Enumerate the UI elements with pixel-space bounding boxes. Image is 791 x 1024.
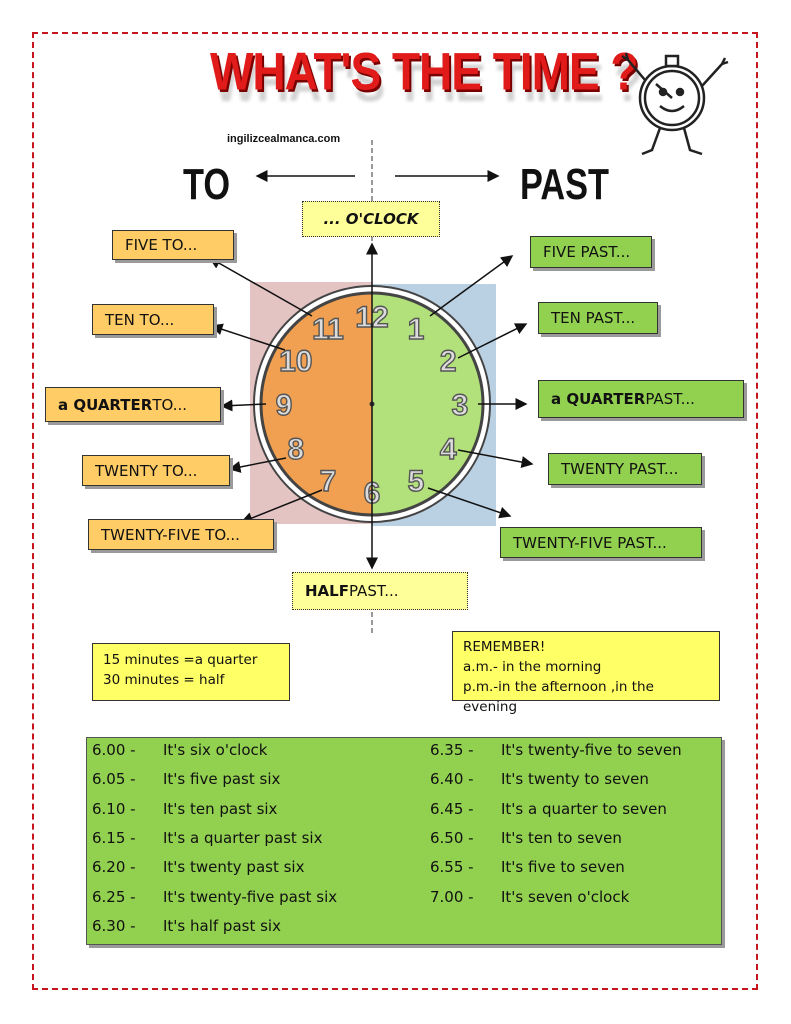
label-quarter-past-rest: PAST... [645, 390, 695, 408]
clock-left-half [261, 293, 372, 515]
arrow-twentyfive-past [427, 487, 512, 519]
remember-line: a.m.- in the morning [463, 659, 602, 675]
clock-number: 3 [452, 389, 469, 422]
times-table [86, 737, 722, 945]
clock-number: 1 [408, 313, 425, 346]
arrow-ten-to [210, 323, 286, 351]
time-sentence: It's seven o'clock [501, 887, 630, 906]
time-value: 7.00 - [430, 887, 474, 906]
label-quarter-to: a QUARTER TO... [45, 387, 221, 422]
label-ten-past: TEN PAST... [538, 302, 658, 334]
minutes-note-line: 30 minutes = half [103, 672, 225, 688]
clock-number: 4 [440, 433, 457, 466]
label-quarter-past-strong: a QUARTER [551, 390, 646, 408]
time-sentence: It's five past six [163, 770, 281, 789]
clock-number: 10 [279, 345, 312, 378]
label-quarter-past: a QUARTER PAST... [538, 380, 744, 418]
time-sentence: It's twenty-five to seven [501, 741, 682, 759]
label-five-to: FIVE TO... [112, 230, 234, 260]
clock-number: 2 [440, 345, 457, 378]
remember-note: REMEMBER! a.m.- in the morning p.m.-in t… [452, 631, 720, 715]
clock-right-half [372, 293, 483, 515]
time-value: 6.15 - [92, 828, 136, 847]
minutes-note-line: 15 minutes =a quarter [103, 652, 258, 668]
time-sentence: It's six o'clock [163, 741, 268, 759]
site-url: ingilizcealmanca.com [227, 133, 341, 145]
past-heading: PAST [520, 160, 609, 209]
time-sentence: It's twenty to seven [501, 770, 649, 789]
time-value: 6.05 - [92, 770, 136, 789]
arrow-ten-past [457, 323, 528, 359]
label-twentyfive-to: TWENTY-FIVE TO... [88, 519, 274, 550]
time-sentence: It's a quarter past six [163, 828, 323, 847]
time-value: 6.40 - [430, 770, 474, 789]
label-twentyfive-past: TWENTY-FIVE PAST... [500, 527, 702, 558]
time-value: 6.20 - [92, 858, 136, 877]
arrow-twentyfive-to [240, 489, 323, 524]
clock-number: 7 [320, 465, 337, 498]
arrow-twenty-past [457, 449, 534, 468]
clock-number: 8 [287, 433, 304, 466]
time-value: 6.10 - [92, 799, 136, 818]
time-sentence: It's half past six [163, 916, 281, 935]
label-half-rest: PAST... [348, 582, 399, 600]
time-sentence: It's twenty-five past six [163, 887, 338, 906]
time-sentence: It's twenty past six [163, 858, 305, 877]
time-value: 6.00 - [92, 741, 136, 759]
label-twenty-past: TWENTY PAST... [548, 453, 702, 485]
remember-heading: REMEMBER! [463, 639, 546, 655]
clock-number: 9 [276, 389, 293, 422]
label-quarter-to-strong: a QUARTER [58, 395, 153, 414]
clock-number: 11 [312, 313, 344, 346]
label-quarter-to-rest: TO... [152, 395, 188, 414]
page-title: WHAT'S THE TIME ? [210, 41, 638, 101]
time-value: 6.55 - [430, 858, 474, 877]
time-value: 6.35 - [430, 741, 474, 759]
time-sentence: It's five to seven [501, 858, 625, 877]
label-oclock: ... O'CLOCK [302, 201, 440, 237]
label-half-past: HALF PAST... [292, 572, 468, 610]
time-value: 6.30 - [92, 916, 136, 935]
clock-number: 5 [408, 465, 425, 498]
label-ten-to: TEN TO... [92, 304, 214, 335]
arrow-twenty-to [228, 457, 287, 473]
label-half-strong: HALF [305, 582, 349, 600]
arrow-five-to [208, 257, 313, 317]
to-heading: TO [183, 160, 231, 209]
time-sentence: It's ten past six [163, 799, 278, 818]
time-sentence: It's ten to seven [501, 828, 622, 847]
label-five-past: FIVE PAST... [530, 236, 652, 268]
arrow-five-past [429, 255, 514, 317]
minutes-note: 15 minutes =a quarter 30 minutes = half [92, 643, 290, 701]
page-border [32, 32, 758, 990]
time-value: 6.50 - [430, 828, 474, 847]
cartoon-clock-icon [621, 52, 729, 156]
time-value: 6.45 - [430, 799, 474, 818]
label-twenty-to: TWENTY TO... [82, 455, 230, 486]
remember-line: p.m.-in the afternoon ,in the evening [463, 679, 654, 715]
time-sentence: It's a quarter to seven [501, 799, 667, 818]
time-value: 6.25 - [92, 887, 136, 906]
arrow-quarter-to [220, 399, 267, 412]
